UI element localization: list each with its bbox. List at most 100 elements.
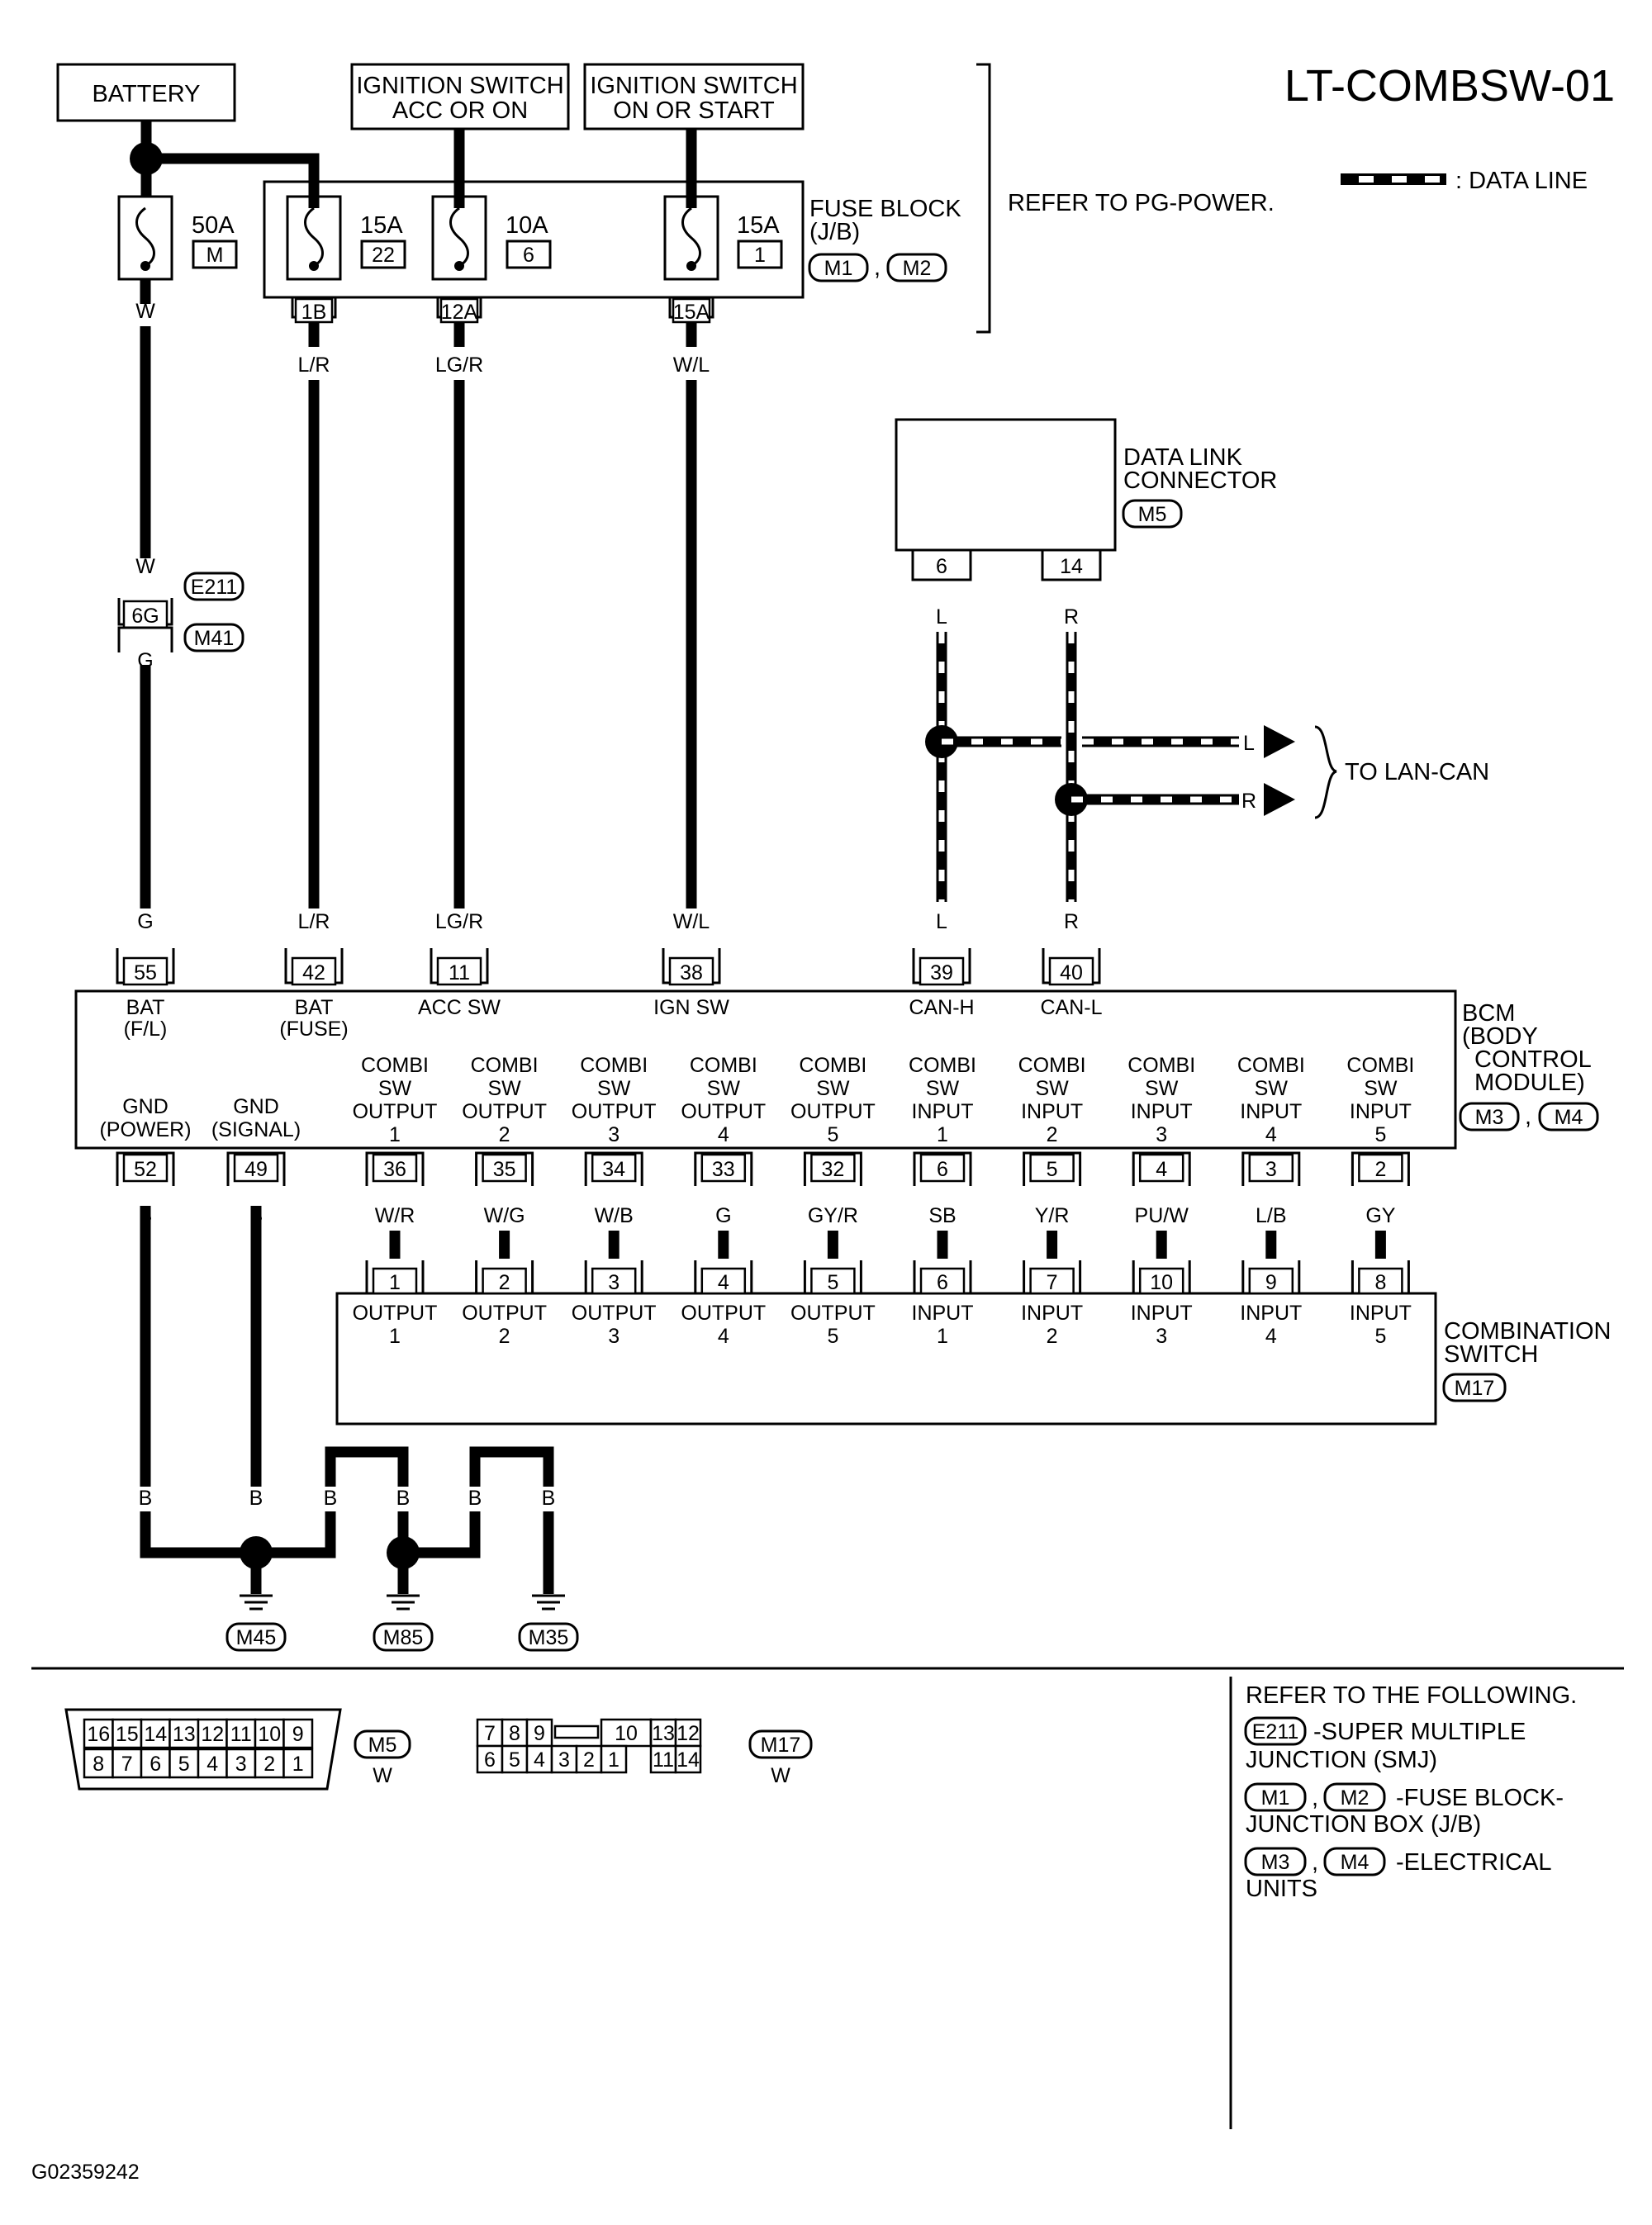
- svg-text:M2: M2: [1341, 1786, 1370, 1810]
- m5-cell-bottom-label-0: 8: [93, 1753, 104, 1776]
- bcm-combi-socket-2: [584, 1151, 643, 1186]
- bcm-combi-pin-label-4: 32: [821, 1158, 844, 1181]
- ignition-start-box: IGNITION SWITCH ON OR START: [583, 63, 805, 130]
- m5-cell-top-7: [282, 1718, 314, 1749]
- bcm-gnd-pin-label-0: 52: [134, 1158, 157, 1181]
- svg-text:DATA LINK: DATA LINK: [1123, 444, 1243, 471]
- bcm-combi-socket-7: [1132, 1151, 1191, 1186]
- power-bracket: [976, 63, 991, 334]
- svg-text:M4: M4: [1341, 1851, 1370, 1874]
- combo-pin-1: [482, 1267, 527, 1295]
- svg-text:1: 1: [754, 244, 766, 267]
- bcm-combi-pin-1: [482, 1153, 527, 1183]
- bcm-top-pin-label-2: 11: [449, 961, 470, 984]
- bcm-top-text-0-0: BAT: [126, 996, 165, 1019]
- svg-text:B: B: [249, 1487, 263, 1510]
- svg-text:22: 22: [372, 244, 395, 267]
- m17-cell-bottom-label-3: 3: [558, 1748, 570, 1772]
- data-line-legend: : DATA LINE: [1341, 168, 1588, 194]
- bcm-top-wire-2: LG/R: [435, 910, 483, 933]
- bcm-combi-text-4-2: OUTPUT: [790, 1100, 876, 1123]
- combo-pin-label-1: 2: [499, 1271, 510, 1294]
- m5-cell-top-5: [225, 1718, 257, 1749]
- bcm-top-pin-label-4: 39: [930, 961, 953, 984]
- bcm-combi-wire-3: G: [715, 1204, 731, 1227]
- svg-text:M17: M17: [761, 1734, 801, 1757]
- combo-text-9-1: 5: [1374, 1325, 1386, 1348]
- m17-cell-bottom-5: [600, 1744, 628, 1774]
- m17-cell-bottom-label-7: 14: [676, 1748, 700, 1772]
- bcm-gnd-sub-1: (SIGNAL): [211, 1118, 301, 1141]
- bcm-combi-pin-3: [700, 1153, 747, 1183]
- bcm-combi-wire-8: L/B: [1256, 1204, 1287, 1227]
- bcm-combi-text-7-3: 3: [1156, 1123, 1167, 1146]
- m5-cell-bottom-2: [140, 1748, 171, 1779]
- bcm-combi-wire-1: W/G: [484, 1204, 525, 1227]
- svg-text:M1: M1: [1261, 1786, 1290, 1810]
- m5-cell-bottom-1: [112, 1748, 143, 1779]
- bcm-combi-text-9-1: SW: [1364, 1077, 1398, 1100]
- svg-text:REFER TO THE FOLLOWING.: REFER TO THE FOLLOWING.: [1246, 1682, 1577, 1709]
- m17-cell-top-label-3: 10: [615, 1722, 638, 1745]
- fuse-block: [263, 180, 805, 299]
- svg-text:15A: 15A: [360, 212, 403, 239]
- bcm-combi-socket-6: [1023, 1151, 1082, 1186]
- bcm-combi-pin-5: [919, 1153, 966, 1183]
- bcm-combi-text-7-2: INPUT: [1131, 1100, 1193, 1123]
- svg-text:CONNECTOR: CONNECTOR: [1123, 467, 1277, 494]
- bcm-combi-wire-9: GY: [1365, 1204, 1395, 1227]
- ignition-acc-box: IGNITION SWITCH ACC OR ON: [350, 63, 570, 130]
- bcm-top-wire-0: G: [137, 910, 153, 933]
- svg-text:-SUPER MULTIPLE: -SUPER MULTIPLE: [1313, 1719, 1526, 1745]
- bcm-combi-text-2-1: SW: [597, 1077, 631, 1100]
- combo-pin-9: [1358, 1267, 1403, 1295]
- bcm-combi-text-0-3: 1: [389, 1123, 401, 1146]
- fuse-terminals: 1B 12A 15A: [291, 297, 714, 324]
- bcm-combi-text-5-3: 1: [937, 1123, 948, 1146]
- bcm-combi-text-6-2: INPUT: [1021, 1100, 1083, 1123]
- bcm-combi-pin-label-8: 3: [1265, 1158, 1277, 1181]
- svg-text:CONTROL: CONTROL: [1474, 1046, 1592, 1073]
- fuse-50a: 50A M: [117, 195, 238, 281]
- bcm-gnd-sub-0: (POWER): [99, 1118, 191, 1141]
- bcm-top-pin-5: [1048, 956, 1094, 986]
- bcm-combi-wire-6: Y/R: [1035, 1204, 1070, 1227]
- svg-text:,: ,: [1312, 1785, 1318, 1811]
- bcm-gnd-label-1: GND: [233, 1095, 279, 1118]
- svg-text:M3: M3: [1261, 1851, 1290, 1874]
- bcm-combi-pin-9: [1358, 1153, 1403, 1183]
- m17-cell-top-label-0: 7: [484, 1722, 496, 1745]
- bcm-gnd-pin-0: [122, 1153, 169, 1183]
- svg-text:E211: E211: [191, 576, 238, 599]
- combo-text-3-1: 4: [718, 1325, 729, 1348]
- svg-text:W/L: W/L: [673, 353, 710, 377]
- top-wire-labels: W L/R LG/R W/L: [135, 300, 710, 377]
- bcm-combi-text-2-0: COMBI: [580, 1054, 648, 1077]
- combo-pin-7: [1138, 1267, 1184, 1295]
- combo-pin-label-3: 4: [718, 1271, 729, 1294]
- svg-text:E211: E211: [1252, 1720, 1299, 1743]
- svg-text:M41: M41: [194, 627, 235, 650]
- combo-pin-4: [810, 1267, 856, 1295]
- m5-cell-top-label-0: 16: [87, 1723, 110, 1746]
- m5-cell-top-0: [83, 1718, 114, 1749]
- combo-text-7-0: INPUT: [1131, 1302, 1193, 1325]
- bcm-combi-text-8-3: 4: [1265, 1123, 1277, 1146]
- bcm-combi-text-7-0: COMBI: [1127, 1054, 1195, 1077]
- bcm-combi-text-0-2: OUTPUT: [353, 1100, 438, 1123]
- bcm-combi-text-1-3: 2: [499, 1123, 510, 1146]
- m17-cell-top-5: [674, 1718, 702, 1748]
- svg-text:M5: M5: [1138, 503, 1167, 526]
- svg-text:B: B: [542, 1487, 556, 1510]
- bcm-top-pin-1: [291, 956, 337, 986]
- fuse-50a-amp: 50A: [192, 212, 235, 239]
- bcm-top-text-5-0: CAN-L: [1040, 996, 1102, 1019]
- combo-text-2-1: 3: [608, 1325, 620, 1348]
- m5-cell-bottom-label-2: 6: [150, 1753, 161, 1776]
- bcm-combi-pin-label-6: 5: [1047, 1158, 1058, 1181]
- bcm-combi-text-3-3: 4: [718, 1123, 729, 1146]
- m5-cell-top-label-3: 13: [173, 1723, 196, 1746]
- m17-cell-top-label-1: 8: [509, 1722, 520, 1745]
- bcm-combi-text-6-3: 2: [1047, 1123, 1058, 1146]
- combo-text-8-1: 4: [1265, 1325, 1277, 1348]
